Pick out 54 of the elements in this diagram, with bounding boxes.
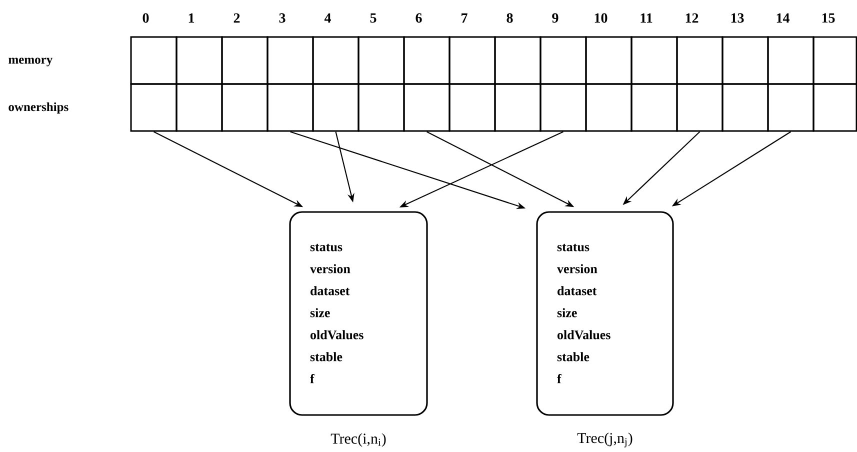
memory-cell [221, 36, 268, 85]
column-number: 0 [142, 13, 149, 23]
memory-cell [722, 83, 769, 132]
memory-cell [585, 83, 632, 132]
memory-cell [676, 83, 724, 132]
column-number: 14 [776, 13, 790, 23]
column-number: 1 [188, 13, 194, 23]
row-label: ownerships [8, 102, 68, 114]
column-number: 5 [370, 13, 376, 23]
memory-cell [403, 36, 450, 85]
column-number: 12 [686, 13, 698, 23]
memory-cell [812, 83, 857, 132]
memory-cell [630, 36, 678, 85]
column-number: 10 [594, 13, 608, 23]
memory-cell [722, 36, 769, 85]
column-number: 6 [416, 13, 422, 23]
memory-cell [676, 36, 724, 85]
column-number: 11 [640, 13, 652, 23]
memory-cell [403, 83, 450, 132]
column-number: 7 [462, 13, 468, 23]
column-number: 8 [506, 13, 513, 23]
memory-cell [494, 83, 542, 132]
column-number: 15 [822, 13, 835, 23]
memory-cell [540, 83, 587, 132]
memory-cell [767, 83, 814, 132]
memory-cell [130, 83, 178, 132]
memory-cell [812, 36, 857, 85]
memory-cell [312, 36, 360, 85]
memory-cell [585, 36, 632, 85]
memory-cell [448, 36, 496, 85]
record-caption: Trec(i,n$_{i}$) [330, 433, 386, 447]
record-caption: Trec(j,n$_{j}$) [577, 432, 632, 448]
memory-cell [266, 36, 314, 85]
record-box: status version dataset size oldValues stable f [289, 211, 428, 416]
memory-cell [358, 83, 405, 132]
memory-cell [266, 83, 314, 132]
memory-cell [767, 36, 814, 85]
column-number: 9 [552, 13, 558, 23]
memory-cell [312, 83, 360, 132]
row-label: memory [8, 58, 53, 66]
record-box: status version dataset size oldValues stable f [536, 211, 674, 416]
memory-cell [176, 83, 223, 132]
memory-cell [221, 83, 268, 132]
column-number: 2 [234, 13, 240, 23]
column-number: 3 [279, 13, 286, 23]
memory-cell [630, 83, 678, 132]
memory-cell [176, 36, 223, 85]
memory-cell [358, 36, 405, 85]
memory-cell [540, 36, 587, 85]
column-number: 13 [731, 13, 744, 23]
memory-cell [494, 36, 542, 85]
memory-cell [448, 83, 496, 132]
memory-cell [130, 36, 178, 85]
column-number: 4 [324, 13, 331, 23]
